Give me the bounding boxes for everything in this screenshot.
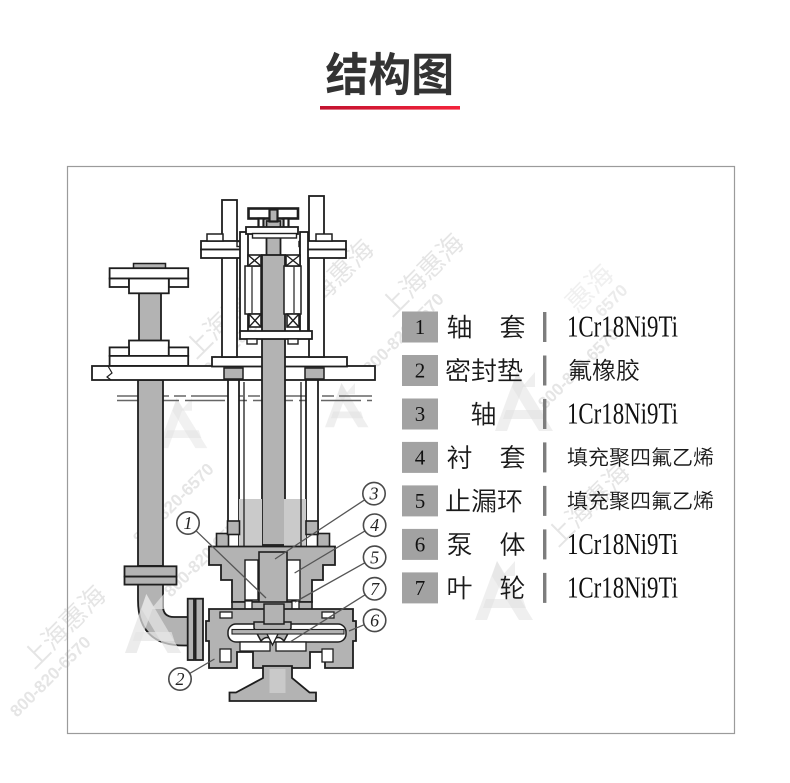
svg-text:1Cr18Ni9Ti: 1Cr18Ni9Ti [567, 526, 678, 561]
svg-text:1Cr18Ni9Ti: 1Cr18Ni9Ti [567, 309, 678, 344]
svg-text:3: 3 [369, 484, 379, 504]
svg-text:2: 2 [415, 359, 426, 383]
svg-text:2: 2 [176, 669, 185, 689]
svg-text:3: 3 [415, 402, 426, 426]
svg-text:7: 7 [415, 576, 426, 600]
svg-text:1: 1 [415, 315, 426, 339]
svg-text:7: 7 [370, 579, 380, 599]
svg-text:1: 1 [184, 513, 193, 533]
svg-text:1Cr18Ni9Ti: 1Cr18Ni9Ti [567, 569, 678, 604]
svg-text:5: 5 [415, 489, 426, 513]
svg-text:1Cr18Ni9Ti: 1Cr18Ni9Ti [567, 396, 678, 431]
svg-text:4: 4 [415, 445, 426, 469]
svg-text:4: 4 [370, 515, 379, 535]
svg-text:800-820-6570: 800-820-6570 [6, 633, 94, 721]
svg-text:6: 6 [415, 532, 426, 556]
svg-text:5: 5 [370, 547, 379, 567]
svg-text:6: 6 [370, 610, 379, 630]
